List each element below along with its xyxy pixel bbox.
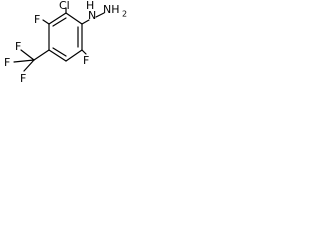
atom-f-top: F [34, 13, 40, 26]
molecule-diagram: Cl F N H NH 2 F F F F [4, 0, 127, 85]
bond-cf3-f-upper [20, 49, 35, 61]
ring-bond-c2-c1 [48, 12, 67, 25]
atom-cf3-f-left: F [4, 56, 10, 69]
substituent-bonds [13, 7, 105, 72]
ring-bond-c1-c6 [65, 12, 83, 25]
bond-n-n [95, 12, 105, 18]
atom-h-on-n1: H [86, 0, 94, 12]
bond-c3-cf3 [33, 49, 50, 61]
ring-double-bond-c4-c3 [52, 47, 67, 57]
atom-n1: N [88, 9, 96, 22]
bond-c5-f [81, 49, 87, 55]
atom-n2: NH [103, 3, 120, 16]
bond-cf3-f-lower [23, 59, 35, 72]
bond-cf3-f-left [13, 59, 35, 63]
atom-f-bottom: F [83, 54, 89, 67]
atom-cl: Cl [59, 0, 70, 12]
bond-c6-n [81, 19, 90, 25]
ring-double-bond-c2-c1 [52, 17, 67, 27]
atom-cf3-f-upper: F [15, 40, 21, 53]
ring-bond-c4-c3 [48, 49, 67, 62]
atom-h2-subscript: 2 [122, 10, 127, 19]
atom-labels: Cl F N H NH 2 F F F F [4, 0, 127, 85]
ring-bond-c5-c4 [65, 49, 83, 62]
bond-c2-f [42, 19, 50, 25]
ring-bonds [48, 12, 83, 62]
molecule-canvas: Cl F N H NH 2 F F F F [0, 0, 129, 94]
atom-cf3-f-lower: F [20, 72, 26, 85]
